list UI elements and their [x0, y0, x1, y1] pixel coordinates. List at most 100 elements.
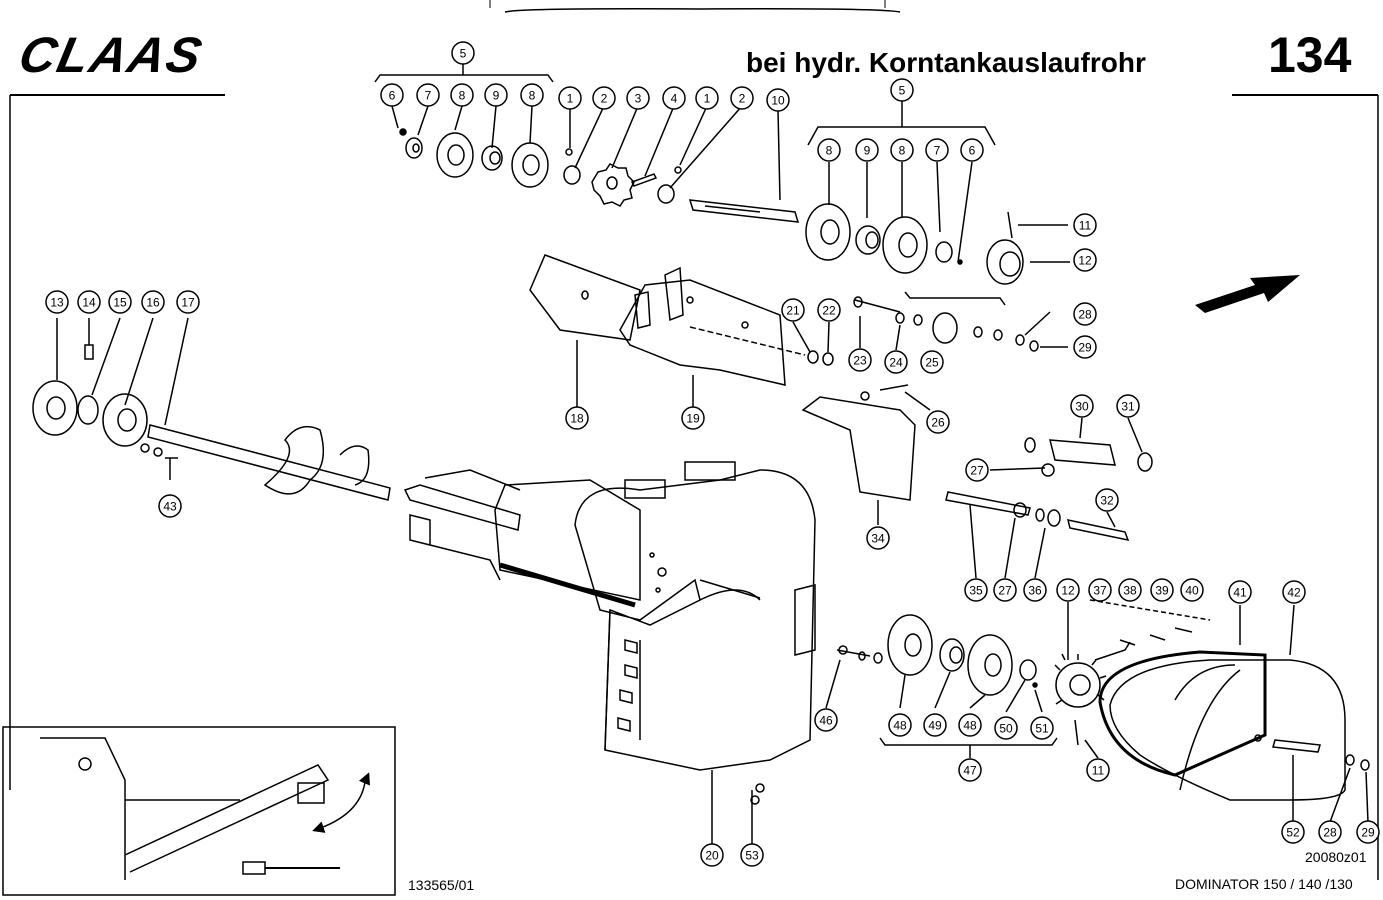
callout-circle [960, 138, 984, 162]
callout-label: 27 [970, 464, 984, 478]
callout-43: 43 [158, 494, 182, 518]
callout-53: 53 [740, 843, 764, 867]
page-number: 134 [1268, 27, 1352, 83]
callout-38: 38 [1118, 578, 1142, 602]
callout-49: 49 [923, 713, 947, 737]
callout-label: 11 [1079, 219, 1092, 233]
callout-label: 19 [686, 412, 700, 426]
auger-section [32, 317, 391, 501]
callout-39: 39 [1150, 578, 1174, 602]
callout-label: 8 [529, 89, 536, 103]
callout-label: 23 [853, 354, 867, 368]
callout-label: 53 [745, 849, 759, 863]
callout-27: 27 [993, 578, 1017, 602]
callout-label: 36 [1028, 584, 1042, 598]
callout-label: 8 [826, 144, 833, 158]
callout-label: 26 [931, 416, 945, 430]
callout-label: 13 [50, 296, 64, 310]
callout-circle [450, 83, 474, 107]
callout-circle [1228, 580, 1252, 604]
callout-2: 2 [592, 86, 616, 110]
callout-label: 24 [889, 356, 903, 370]
callout-20: 20 [700, 843, 724, 867]
callout-label: 16 [146, 296, 160, 310]
callout-8: 8 [450, 83, 474, 107]
callout-circle [1356, 820, 1380, 844]
callout-circle [1116, 394, 1140, 418]
callout-label: 1 [567, 92, 574, 106]
callout-label: 12 [1078, 254, 1092, 268]
callout-label: 49 [928, 719, 942, 733]
callout-circle [730, 86, 754, 110]
callout-label: 27 [998, 584, 1012, 598]
callout-circle [958, 758, 982, 782]
callout-label: 50 [999, 722, 1013, 736]
callout-36: 36 [1023, 578, 1047, 602]
callout-label: 39 [1155, 584, 1169, 598]
callout-label: 15 [113, 296, 127, 310]
bearing-assembly-top-right [805, 100, 1070, 285]
callout-40: 40 [1180, 578, 1204, 602]
callout-8: 8 [817, 138, 841, 162]
callout-29: 29 [1073, 335, 1097, 359]
callout-label: 52 [1286, 826, 1300, 840]
main-housing [403, 461, 816, 845]
bearing-assembly-bottom [825, 614, 1058, 758]
callout-15: 15 [108, 290, 132, 314]
callout-label: 6 [969, 144, 976, 158]
callout-1: 1 [558, 86, 582, 110]
callout-9: 9 [855, 138, 879, 162]
callout-label: 48 [963, 719, 977, 733]
callout-4: 4 [662, 86, 686, 110]
callout-circle [1073, 213, 1097, 237]
callout-circle [77, 290, 101, 314]
callout-13: 13 [45, 290, 69, 314]
callout-28: 28 [1073, 302, 1097, 326]
callout-27: 27 [965, 458, 989, 482]
callout-circle [923, 713, 947, 737]
footer: 133565/01 20080z01 DOMINATOR 150 / 140 /… [408, 849, 1367, 893]
callout-22: 22 [817, 298, 841, 322]
callout-label: 51 [1035, 722, 1049, 736]
callout-circle [558, 86, 582, 110]
callout-circle [592, 86, 616, 110]
callout-circle [890, 138, 914, 162]
fasteners-group [792, 291, 1068, 366]
callout-circle [994, 716, 1018, 740]
callout-circle [1095, 488, 1119, 512]
direction-arrow-icon [1195, 275, 1300, 313]
callout-12: 12 [1073, 248, 1097, 272]
callout-circle [1281, 820, 1305, 844]
callout-circle [176, 290, 200, 314]
callout-circle [766, 88, 790, 112]
callout-30: 30 [1070, 394, 1094, 418]
callout-label: 17 [181, 296, 195, 310]
callout-21: 21 [781, 298, 805, 322]
callout-label: 12 [1061, 584, 1075, 598]
callout-circle [993, 578, 1017, 602]
callout-31: 31 [1116, 394, 1140, 418]
callout-circle [141, 290, 165, 314]
callout-42: 42 [1282, 580, 1306, 604]
callout-19: 19 [681, 406, 705, 430]
callout-label: 28 [1323, 826, 1337, 840]
callout-label: 6 [389, 89, 396, 103]
callout-circle [740, 843, 764, 867]
callout-label: 14 [82, 296, 96, 310]
callout-circle [1073, 335, 1097, 359]
callout-label: 25 [925, 356, 939, 370]
callout-2: 2 [730, 86, 754, 110]
callout-8: 8 [890, 138, 914, 162]
callout-label: 7 [934, 144, 941, 158]
callout-34: 34 [866, 526, 890, 550]
callout-6: 6 [380, 83, 404, 107]
callout-24: 24 [884, 350, 908, 374]
callout-18: 18 [565, 406, 589, 430]
callout-circle [958, 713, 982, 737]
callout-circle [108, 290, 132, 314]
callout-29: 29 [1356, 820, 1380, 844]
callout-14: 14 [77, 290, 101, 314]
callout-circle [695, 86, 719, 110]
callout-label: 28 [1078, 308, 1092, 322]
